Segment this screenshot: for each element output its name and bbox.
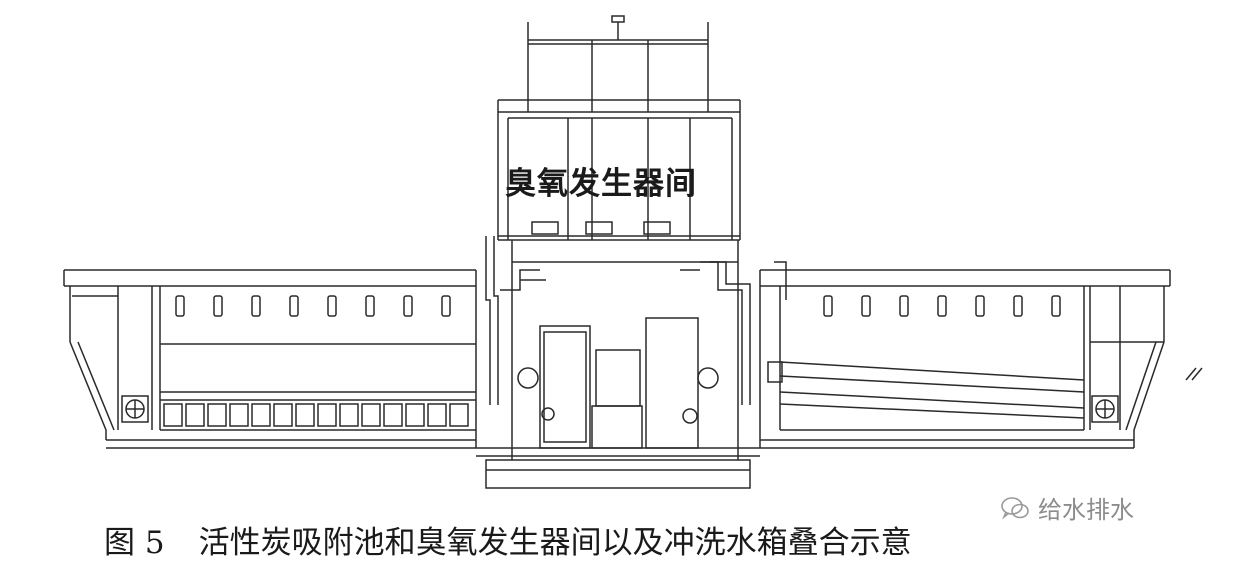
- cross-section-drawing: [63, 15, 1203, 489]
- watermark: 给水排水: [1000, 490, 1134, 525]
- ozone-room-structure: [497, 15, 741, 241]
- left-filter-tank: [63, 269, 477, 449]
- right-filter-tank: [759, 261, 1203, 449]
- left-troughs: [175, 295, 451, 317]
- figure-number: 图 5: [104, 525, 165, 561]
- caption-text: 活性炭吸附池和臭氧发生器间以及冲洗水箱叠合示意: [198, 525, 912, 561]
- room-label: 臭氧发生器间: [505, 166, 697, 202]
- right-troughs: [823, 295, 1061, 317]
- watermark-text: 给水排水: [1038, 496, 1134, 524]
- figure-caption: 图 5 活性炭吸附池和臭氧发生器间以及冲洗水箱叠合示意: [104, 517, 912, 562]
- pipe-gallery: [476, 236, 760, 489]
- wechat-icon: [1001, 496, 1029, 520]
- left-filter-bottom: [163, 403, 469, 427]
